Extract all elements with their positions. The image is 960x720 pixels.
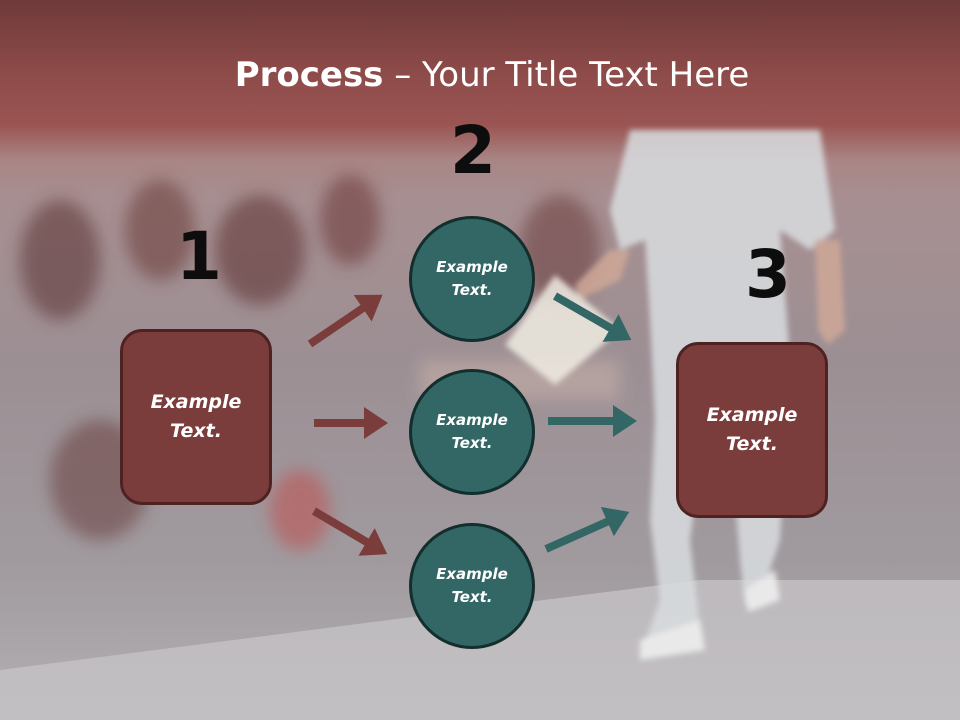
step-number-3: 3 — [745, 236, 791, 313]
circle-bottom-line1: Example — [436, 565, 508, 583]
left-box-line2: Text. — [170, 420, 222, 442]
circle-top-line1: Example — [436, 258, 508, 276]
title-rest: – Your Title Text Here — [383, 55, 750, 95]
arrow-left-to-top — [307, 294, 383, 348]
circle-middle-line1: Example — [436, 411, 508, 429]
circle-top-line2: Text. — [451, 281, 493, 299]
arrow-bottom-to-right — [544, 507, 630, 553]
circle-middle-line2: Text. — [451, 434, 493, 452]
arrow-top-to-right — [553, 292, 632, 342]
circle-bottom-line2: Text. — [451, 588, 493, 606]
step-number-1: 1 — [176, 218, 222, 295]
slide-title: Process – Your Title Text Here — [0, 54, 960, 96]
right-box-line1: Example — [706, 404, 798, 426]
step-number-2: 2 — [450, 112, 496, 189]
title-bold: Process — [234, 55, 384, 95]
left-box-line1: Example — [150, 391, 242, 413]
arrow-left-to-bottom — [311, 507, 388, 556]
right-box-line2: Text. — [726, 433, 778, 455]
